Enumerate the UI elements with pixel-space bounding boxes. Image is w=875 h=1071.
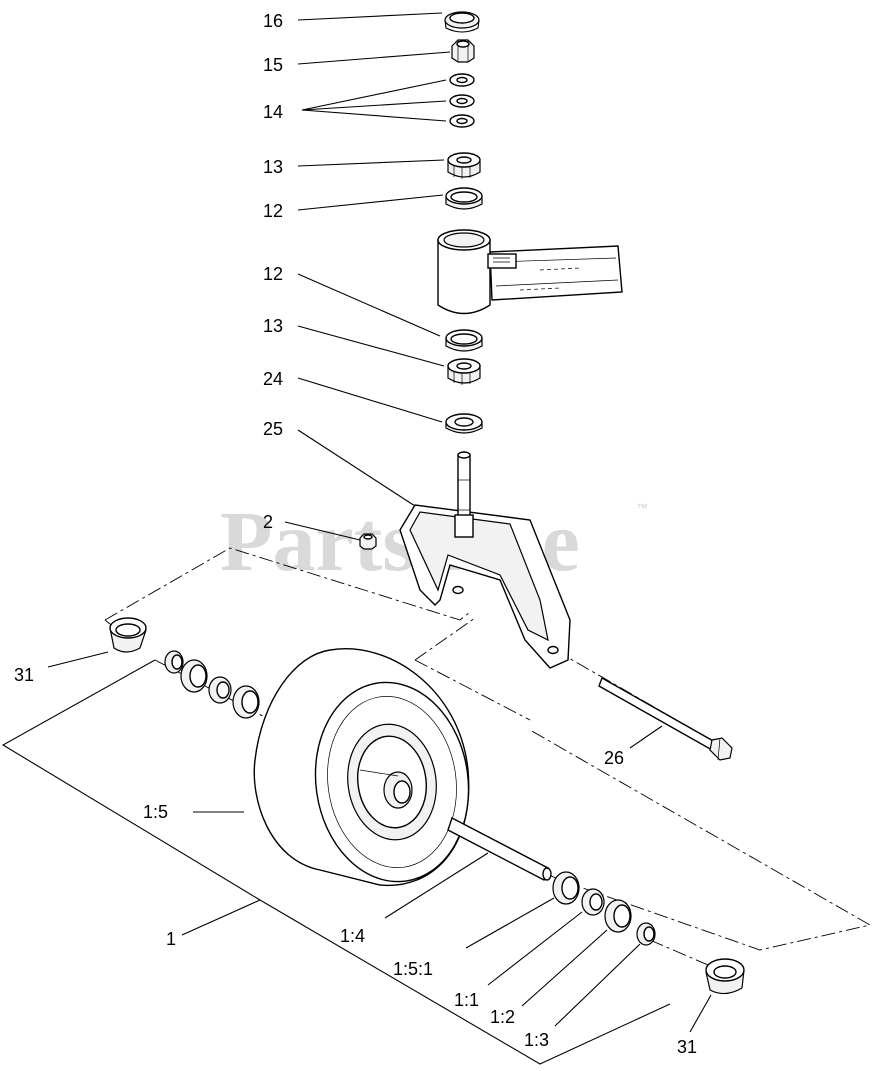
- callout-1-3: 1:3: [524, 1030, 549, 1050]
- callout-31-right: 31: [677, 1037, 697, 1057]
- callout-14: 14: [263, 102, 283, 122]
- callout-15: 15: [263, 55, 283, 75]
- callout-2: 2: [263, 512, 273, 532]
- callout-labels: 16 15 14 13 12 12 13 24 25 2 31 26 1:5 1…: [14, 11, 697, 1057]
- callout-26: 26: [604, 748, 624, 768]
- left-bearing-stack: [164, 650, 260, 719]
- part-13-lower-bearing: [447, 358, 481, 385]
- part-26-axle-bolt: [598, 676, 733, 761]
- part-31-left-cap: [109, 617, 147, 653]
- part-2-nut: [359, 533, 377, 550]
- right-bearing-stack: [552, 871, 656, 946]
- part-13-upper-bearing: [447, 152, 481, 179]
- part-14-washers: [449, 73, 475, 128]
- callout-24: 24: [263, 369, 283, 389]
- callout-1-5-1: 1:5:1: [393, 959, 433, 979]
- callout-12-upper: 12: [263, 201, 283, 221]
- part-12-lower-cup: [445, 329, 483, 352]
- part-24-seal: [445, 413, 483, 434]
- callout-13-upper: 13: [263, 157, 283, 177]
- callout-31-left: 31: [14, 665, 34, 685]
- part-1-wheel-assembly: [253, 648, 470, 887]
- part-31-right-cap: [705, 958, 745, 995]
- watermark-trademark: ™: [636, 501, 648, 515]
- callout-1-5: 1:5: [143, 802, 168, 822]
- part-12-upper-cup: [445, 187, 483, 210]
- callout-1-2: 1:2: [490, 1007, 515, 1027]
- callout-16: 16: [263, 11, 283, 31]
- part-16-cap: [444, 11, 480, 33]
- leader-lines: [1, 12, 712, 1065]
- part-15-nut: [451, 39, 475, 63]
- assembly-guide-lines: [104, 547, 872, 969]
- callout-12-lower: 12: [263, 264, 283, 284]
- part-25-caster-fork: [399, 451, 571, 669]
- callout-1-1: 1:1: [454, 990, 479, 1010]
- callout-13-lower: 13: [263, 316, 283, 336]
- part-1-4-axle-sleeve: [447, 817, 552, 881]
- callout-1-4: 1:4: [340, 926, 365, 946]
- callout-25: 25: [263, 419, 283, 439]
- callout-1: 1: [166, 929, 176, 949]
- caster-pivot-tube: [437, 229, 623, 315]
